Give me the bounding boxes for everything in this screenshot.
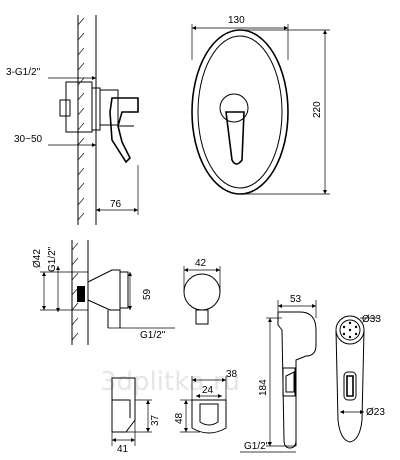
dim-41: 41 <box>117 444 129 455</box>
dim-48: 48 <box>174 412 185 424</box>
wall-outlet-side-view <box>40 240 175 345</box>
dim-53: 53 <box>290 294 302 305</box>
dim-thread-3g: 3-G1/2" <box>6 67 41 78</box>
hand-shower-side-view <box>240 300 317 453</box>
dim-38: 38 <box>226 369 238 380</box>
mixer-front-view <box>191 24 330 195</box>
wall-outlet-front-view <box>183 266 221 325</box>
dim-diam-33: Ø33 <box>362 314 381 325</box>
dim-diam-42: Ø42 <box>32 249 43 268</box>
mixer-side-view <box>48 15 139 225</box>
dim-76: 76 <box>110 199 122 210</box>
dim-130: 130 <box>228 15 245 26</box>
dim-g12-outlet: G1/2" <box>140 330 166 341</box>
dim-220: 220 <box>312 101 323 118</box>
dim-30-50: 30~50 <box>14 134 43 145</box>
dim-24: 24 <box>202 385 214 396</box>
dim-37: 37 <box>150 414 161 426</box>
watermark-text: 3dplitka.ru <box>100 367 240 397</box>
dim-diam-23: Ø23 <box>366 407 385 418</box>
dim-g12-vertical: G1/2" <box>47 246 58 272</box>
wall-hatching <box>77 17 85 221</box>
dim-g12-bottom: G1/2" <box>244 441 270 452</box>
holder-front-view <box>180 376 227 434</box>
dim-184: 184 <box>258 379 269 396</box>
dim-59: 59 <box>142 288 153 300</box>
dim-42-top: 42 <box>195 258 207 269</box>
hand-shower-front-view <box>335 315 378 443</box>
holder-side-view <box>111 377 152 446</box>
nozzle-dots <box>342 321 358 339</box>
